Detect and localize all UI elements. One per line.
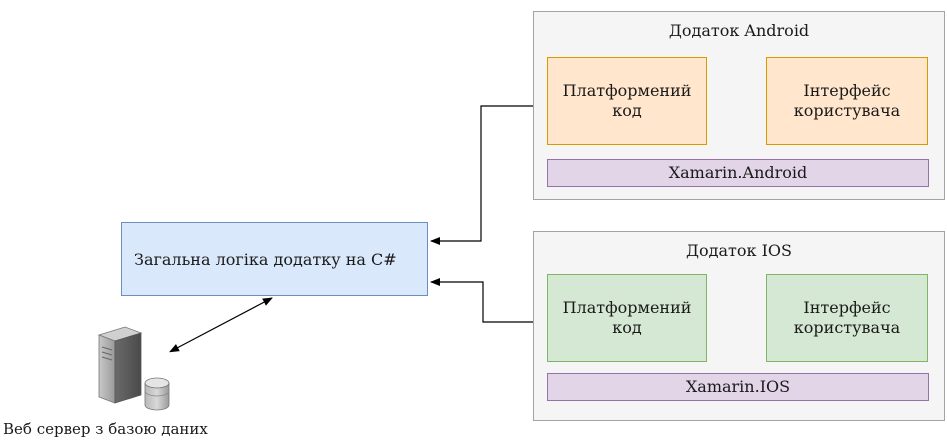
android-to-logic-arrow	[430, 105, 533, 245]
ios-app-container: Додаток IOS Платформений код Інтерфейс к…	[533, 231, 945, 421]
ios-to-logic-arrow	[430, 278, 533, 323]
shared-logic-label: Загальна логіка додатку на C#	[134, 249, 397, 269]
server-caption: Веб сервер з базою даних	[3, 420, 208, 438]
ios-app-title: Додаток IOS	[686, 241, 792, 260]
shared-logic-box: Загальна логіка додатку на C#	[121, 222, 428, 296]
ios-user-interface-box: Інтерфейс користувача	[766, 274, 928, 362]
android-app-container: Додаток Android Платформений код Інтерфе…	[533, 11, 945, 200]
android-user-interface-box: Інтерфейс користувача	[766, 57, 928, 145]
android-platform-code-box: Платформений код	[547, 57, 707, 145]
server-database-icon	[97, 326, 170, 411]
ios-platform-code-box: Платформений код	[547, 274, 707, 362]
xamarin-android-box: Xamarin.Android	[547, 159, 929, 187]
android-app-title: Додаток Android	[668, 21, 810, 40]
xamarin-ios-box: Xamarin.IOS	[547, 373, 929, 401]
server-logic-bidirectional-arrow	[169, 297, 273, 353]
